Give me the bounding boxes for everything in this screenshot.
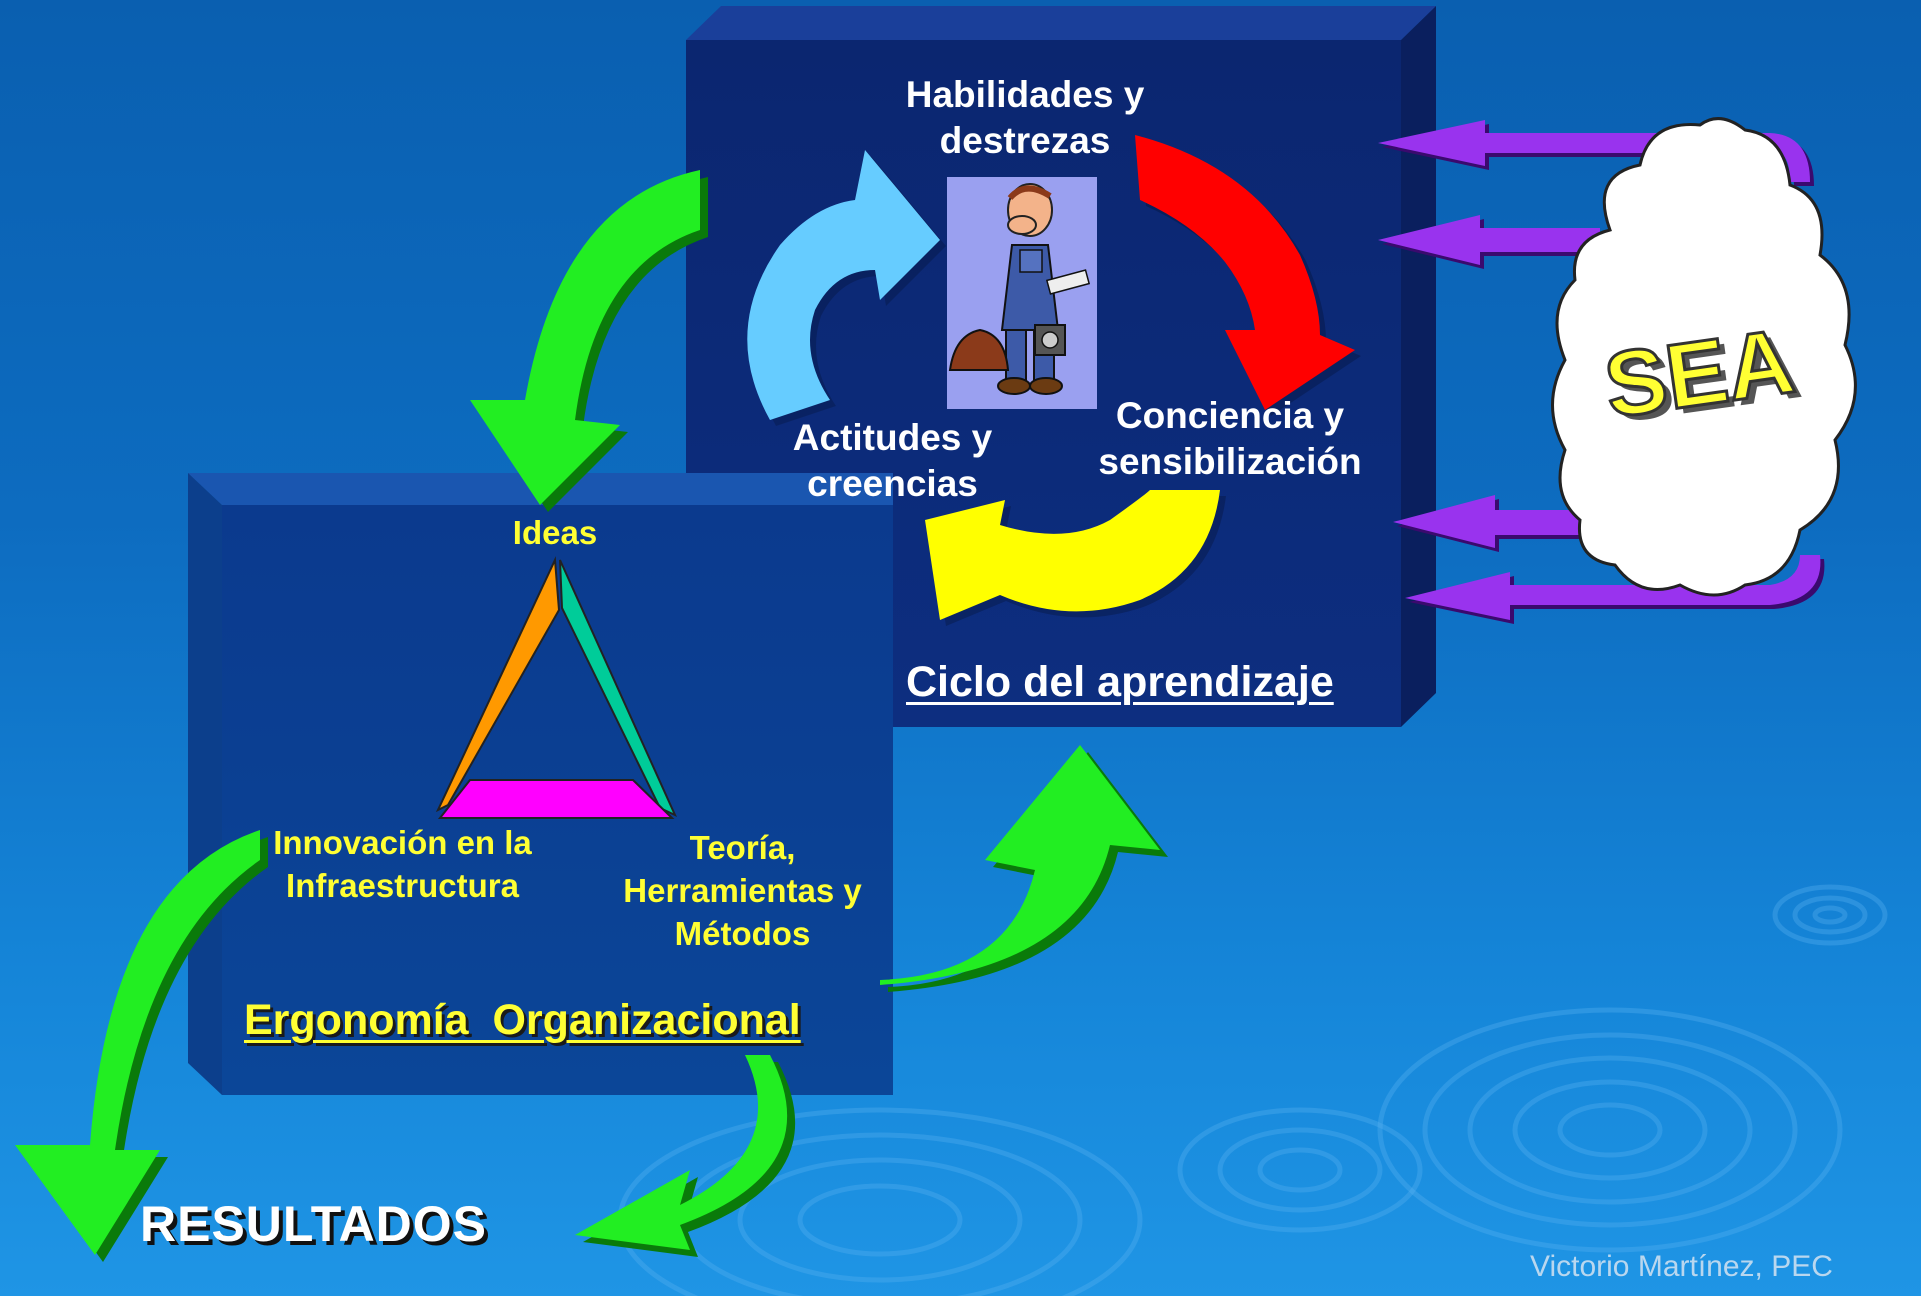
stage-awareness-label: Conciencia y sensibilización bbox=[1098, 395, 1362, 483]
flow-arrow-left-to-results bbox=[15, 830, 268, 1262]
skills-cycle-arrow bbox=[747, 150, 946, 426]
sea-arrow-2 bbox=[1378, 215, 1604, 269]
flow-arrow-bottom-to-results bbox=[575, 1055, 796, 1257]
attitudes-cycle-arrow bbox=[925, 490, 1226, 626]
vertex-infrastructure-label: Innovación en la Infraestructura bbox=[273, 824, 532, 904]
vertex-ideas-label: Ideas bbox=[512, 514, 598, 551]
vertex-theory-label: Teoría, Herramientas y Métodos bbox=[623, 829, 862, 952]
ergonomics-title: Ergonomía Organizacional bbox=[244, 996, 801, 1044]
ideas-triangle bbox=[435, 556, 678, 819]
sea-label: SEA SEA bbox=[1597, 307, 1811, 444]
sea-arrow-3 bbox=[1393, 495, 1604, 552]
awareness-cycle-arrow bbox=[1135, 135, 1361, 416]
sea-label-art: SEA SEA bbox=[1597, 309, 1807, 443]
stage-skills-label: Habilidades y destrezas bbox=[905, 74, 1145, 162]
triangle-base bbox=[437, 779, 675, 819]
flow-arrow-cycle-to-ideas bbox=[470, 170, 708, 512]
cloud-shape-icon bbox=[1551, 117, 1857, 597]
learning-cycle-title: Ciclo del aprendizaje bbox=[906, 658, 1334, 706]
stage-attitudes-label: Actitudes y creencias bbox=[792, 417, 993, 505]
worker-illustration-icon bbox=[947, 177, 1097, 409]
sea-arrow-4 bbox=[1405, 555, 1825, 624]
author-credit: Victorio Martínez, PEC bbox=[1530, 1250, 1833, 1283]
flow-arrow-ergonomics-to-cycle bbox=[880, 745, 1168, 992]
triangle-left-side bbox=[435, 556, 561, 813]
results-label: RESULTADOS bbox=[140, 1196, 488, 1252]
